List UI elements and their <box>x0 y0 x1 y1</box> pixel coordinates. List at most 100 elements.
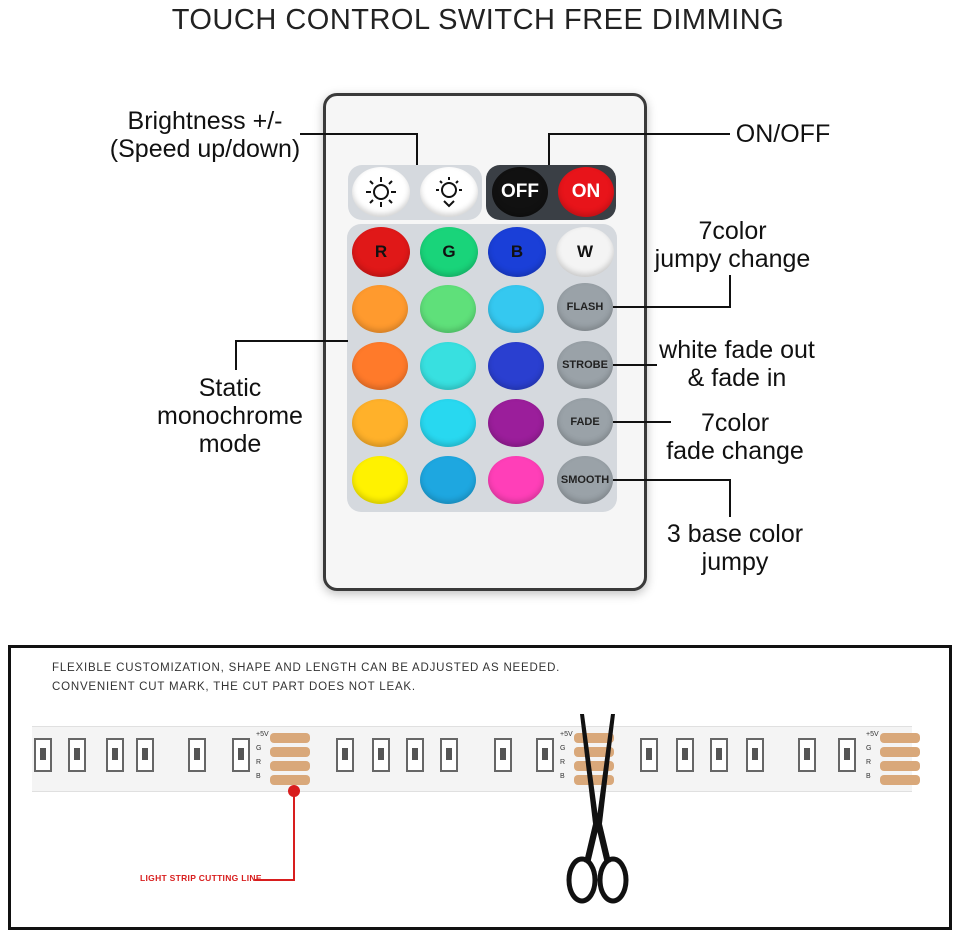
color-button[interactable] <box>420 342 476 390</box>
copper-pad <box>574 733 614 743</box>
brightness-callout-line-v <box>416 133 418 165</box>
on-button[interactable]: ON <box>558 167 614 217</box>
led-chip <box>494 738 512 772</box>
led-chip-window <box>446 748 452 760</box>
led-chip <box>798 738 816 772</box>
led-chip <box>106 738 124 772</box>
color-button[interactable] <box>420 399 476 447</box>
pad-label: B <box>560 773 565 780</box>
led-chip <box>34 738 52 772</box>
led-chip-window <box>752 748 758 760</box>
copper-pad <box>574 747 614 757</box>
pad-label: R <box>256 759 262 766</box>
copper-pad <box>880 733 920 743</box>
copper-pad <box>574 761 614 771</box>
led-chip <box>188 738 206 772</box>
color-button[interactable] <box>488 399 544 447</box>
smooth-button[interactable]: SMOOTH <box>557 456 613 504</box>
color-button[interactable] <box>352 456 408 504</box>
green-button[interactable]: G <box>420 227 478 277</box>
flash-label-line1: 7color <box>698 217 767 245</box>
color-button[interactable] <box>352 342 408 390</box>
static-label-line3: mode <box>198 430 262 458</box>
fade-button[interactable]: FADE <box>557 398 613 446</box>
white-button[interactable]: W <box>556 227 614 277</box>
led-chip-window <box>500 748 506 760</box>
led-strip <box>32 726 912 792</box>
copper-pad <box>880 747 920 757</box>
color-button[interactable] <box>488 285 544 333</box>
pad-label: B <box>866 773 871 780</box>
fade-callout-line <box>613 421 671 423</box>
led-chip-window <box>40 748 46 760</box>
brightness-label-line2: (Speed up/down) <box>109 135 301 163</box>
led-chip-window <box>716 748 722 760</box>
led-chip <box>746 738 764 772</box>
color-button[interactable] <box>488 342 544 390</box>
brightness-label-line1: Brightness +/- <box>127 107 283 135</box>
pad-label: +5V <box>560 731 573 738</box>
color-button[interactable] <box>352 399 408 447</box>
cutting-line-h <box>255 879 295 881</box>
strobe-button[interactable]: STROBE <box>557 341 613 389</box>
brightness-up-button[interactable] <box>352 167 410 217</box>
flash-button[interactable]: FLASH <box>557 283 613 331</box>
color-button[interactable] <box>488 456 544 504</box>
strobe-label: white fade out & fade in <box>652 336 822 392</box>
led-chip <box>136 738 154 772</box>
copper-pad <box>574 775 614 785</box>
pad-label: +5V <box>256 731 269 738</box>
flash-callout-line-v <box>729 275 731 308</box>
onoff-label: ON/OFF <box>735 120 831 148</box>
led-chip-window <box>412 748 418 760</box>
copper-pad <box>270 733 310 743</box>
led-chip-window <box>682 748 688 760</box>
led-chip <box>336 738 354 772</box>
fade-label: 7color fade change <box>660 409 810 465</box>
color-button[interactable] <box>352 285 408 333</box>
pad-label: B <box>256 773 261 780</box>
led-chip-window <box>342 748 348 760</box>
sun-up-icon <box>366 177 396 207</box>
led-chip-window <box>646 748 652 760</box>
cutting-line-v <box>293 791 295 881</box>
smooth-label-line2: jumpy <box>701 548 769 576</box>
smooth-callout-line <box>613 479 731 481</box>
flash-label: 7color jumpy change <box>650 217 815 273</box>
cutting-line-label: LIGHT STRIP CUTTING LINE <box>140 873 262 883</box>
copper-pad <box>270 775 310 785</box>
copper-pad <box>880 761 920 771</box>
copper-pad <box>270 747 310 757</box>
led-chip <box>232 738 250 772</box>
brightness-label: Brightness +/- (Speed up/down) <box>100 107 310 163</box>
pad-label: R <box>560 759 566 766</box>
color-button[interactable] <box>420 456 476 504</box>
static-label-line2: monochrome <box>157 402 303 430</box>
static-label-line1: Static <box>198 374 262 402</box>
red-button[interactable]: R <box>352 227 410 277</box>
color-button[interactable] <box>420 285 476 333</box>
copper-pad <box>880 775 920 785</box>
brightness-down-button[interactable] <box>420 167 478 217</box>
page-title: TOUCH CONTROL SWITCH FREE DIMMING <box>171 4 785 36</box>
led-chip-window <box>804 748 810 760</box>
strip-text-line2: CONVENIENT CUT MARK, THE CUT PART DOES N… <box>52 681 416 693</box>
pad-label: R <box>866 759 872 766</box>
led-chip-window <box>142 748 148 760</box>
off-button[interactable]: OFF <box>492 167 548 217</box>
strobe-callout-line <box>613 364 657 366</box>
smooth-label-line1: 3 base color <box>666 520 804 548</box>
led-chip <box>676 738 694 772</box>
led-chip-window <box>238 748 244 760</box>
led-chip <box>640 738 658 772</box>
led-chip-window <box>194 748 200 760</box>
blue-button[interactable]: B <box>488 227 546 277</box>
sun-down-icon <box>436 177 462 208</box>
led-chip-window <box>112 748 118 760</box>
led-chip-window <box>74 748 80 760</box>
led-chip <box>536 738 554 772</box>
fade-label-line2: fade change <box>666 437 804 465</box>
smooth-label: 3 base color jumpy <box>660 520 810 576</box>
static-callout-line-v <box>235 340 237 370</box>
led-chip-window <box>542 748 548 760</box>
